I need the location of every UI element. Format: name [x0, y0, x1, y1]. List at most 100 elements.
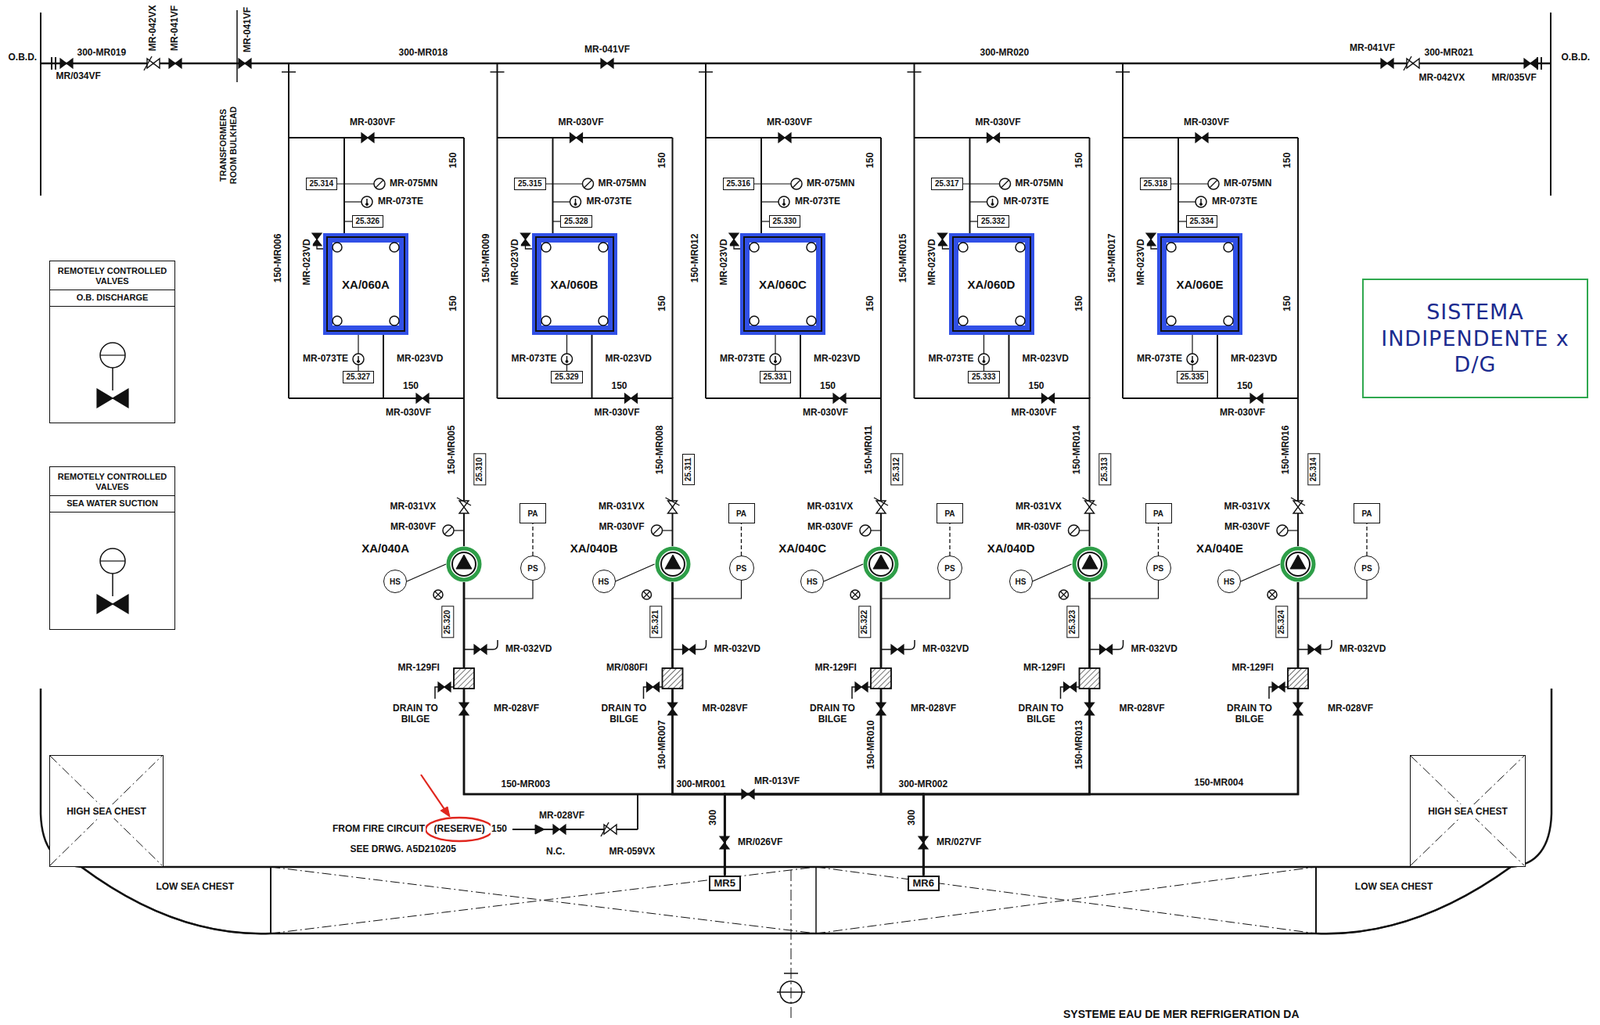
drain-hook: [486, 640, 498, 650]
pump-symbol: XA/040B: [654, 546, 691, 583]
pump-symbol: XA/040C: [862, 546, 899, 583]
instrument-code: PA: [1361, 509, 1372, 518]
pipe-size-label: 150: [448, 151, 460, 169]
tag-number: 25.332: [981, 216, 1006, 227]
heat-exchanger-box: XA/060E: [1160, 236, 1240, 332]
tag-number-box: 25.310: [473, 453, 486, 486]
gate-valve-symbol: [1195, 133, 1209, 143]
red-annotation-arrowhead: [440, 806, 450, 817]
valve-tag: MR-023VD: [812, 353, 861, 365]
valve-tag: MR-041VF: [1348, 43, 1396, 54]
actuator-line: [100, 354, 126, 356]
signal-link: [1157, 523, 1159, 556]
gate-valve-symbol: [570, 133, 583, 143]
valve-tag: MR-032VD: [713, 643, 762, 655]
cooler-nozzle: [1015, 242, 1025, 252]
pipe-connector: [672, 582, 925, 876]
gate-valve-symbol: [918, 836, 928, 849]
pipe-size-label: 150: [1236, 381, 1254, 392]
pipe-connector: [463, 582, 924, 876]
alarm-box: PA: [1353, 503, 1381, 524]
equipment-name: XA/040B: [569, 541, 619, 555]
drain-hook: [903, 640, 915, 650]
pipe-size-label: 150: [402, 381, 420, 392]
control-link: [615, 564, 655, 582]
instrument-line: [774, 331, 776, 354]
equipment-name: XA/040D: [986, 541, 1036, 555]
pump-symbol: XA/040E: [1280, 546, 1316, 583]
indicator-lamp-symbol: [850, 589, 860, 600]
gate-valve-symbol: [1100, 644, 1113, 655]
compartment-name: HIGH SEA CHEST: [64, 804, 149, 819]
signal-link: [1366, 523, 1367, 556]
branch-tee-mark: [1115, 71, 1130, 73]
red-annotation-arrow: [420, 774, 448, 814]
valve-tag: MR-129FI: [814, 662, 858, 674]
cooler-bottom-pipe: [914, 397, 1010, 400]
thermometer-bulb: [1200, 203, 1203, 206]
tag-number-box: 25.318: [1139, 177, 1173, 191]
cooler-nozzle: [389, 316, 400, 326]
gate-valve-symbol: [833, 393, 846, 403]
instrument-line: [983, 364, 985, 371]
sea-chest-box: HIGH SEA CHEST: [1409, 755, 1526, 867]
tag-number: 25.334: [1190, 216, 1215, 227]
gate-valve-symbol: [1272, 682, 1285, 692]
pipe-size-label: 150-MR008: [654, 424, 666, 476]
pressure-gauge-symbol: [373, 178, 385, 190]
centre-line: [791, 870, 792, 1022]
valve-tag: MR-030VF: [1223, 521, 1271, 533]
pump-riser-pipe: [1089, 137, 1091, 399]
tag-number: 25.310: [474, 457, 485, 482]
thermometer-symbol: [1186, 353, 1198, 365]
cooler-top-pipe: [497, 136, 673, 139]
equipment-name: XA/040E: [1195, 541, 1245, 555]
pressure-gauge-symbol: [582, 178, 594, 190]
instrument-code: HS: [1015, 577, 1027, 587]
cooler-bottom-pipe: [288, 397, 384, 400]
valve-tag: MR-023VD: [1135, 237, 1147, 286]
instrument-code: PA: [736, 509, 747, 518]
filter-body: [453, 668, 475, 689]
pipe-size-label: 150: [865, 151, 877, 169]
heat-exchanger-box: XA/060B: [535, 236, 615, 332]
drain-pipe: [1089, 648, 1101, 651]
tag-number: 25.315: [517, 179, 543, 189]
check-valve-flap: [873, 497, 889, 506]
lamp-cross: [852, 591, 859, 598]
instrument-line: [662, 529, 673, 531]
equipment-name: XA/060B: [550, 277, 599, 292]
check-valve-symbol: [1293, 500, 1303, 514]
pipe-connector: [923, 582, 1298, 876]
check-valve-symbol: [1085, 500, 1095, 514]
annotation: TRANSFORMERS ROOM BULKHEAD: [218, 93, 238, 197]
sea-chest-compartment: LOW SEA CHEST: [1315, 866, 1511, 934]
valve-tag: MR-023VD: [301, 237, 313, 286]
pipe-connector: [800, 331, 881, 547]
sea-chest-box: HIGH SEA CHEST: [49, 755, 164, 867]
tag-number-box: 25.316: [722, 177, 756, 191]
valve-tag: MR-075MN: [805, 178, 856, 190]
valve-tag: MR-073TE: [794, 196, 842, 208]
instrument-line: [761, 201, 779, 202]
tag-number-box: 25.333: [967, 370, 1000, 384]
tag-number: 25.313: [1100, 457, 1110, 482]
instrument-line: [752, 183, 792, 184]
valve-tag: MR-031VX: [1223, 501, 1272, 513]
pump-highlight-ring: [448, 548, 480, 580]
gate-valve-symbol: [312, 233, 322, 246]
pump-riser-pipe: [1297, 137, 1299, 399]
gate-valve-symbol: [1064, 682, 1077, 692]
tag-number: 25.314: [309, 179, 335, 189]
pipe-size-label: 150-MR011: [863, 424, 875, 475]
actuator-stem: [111, 573, 114, 597]
valve-tag: MR-129FI: [397, 662, 441, 674]
equipment-name: XA/040C: [777, 541, 827, 555]
valve-tag: MR-073TE: [510, 353, 558, 365]
instrument-code: PS: [944, 564, 955, 573]
sea-inlet-box: MR5: [708, 875, 741, 892]
pipe-connector: [592, 331, 673, 547]
pipe-size-label: 150: [1028, 381, 1046, 392]
valve-tag: MR-032VD: [921, 643, 970, 655]
